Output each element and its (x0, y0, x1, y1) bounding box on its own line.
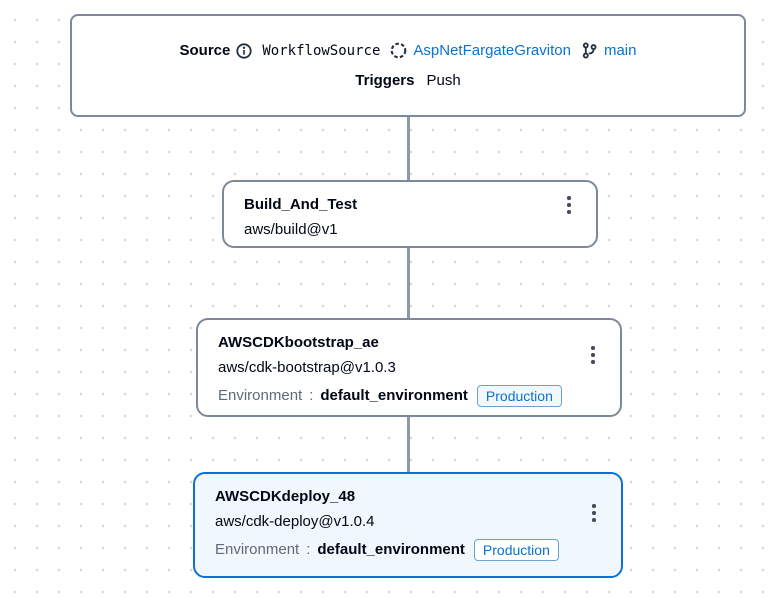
source-row: Source WorkflowSource AspNetFargateGravi… (180, 42, 637, 59)
action-title: AWSCDKdeploy_48 (215, 488, 356, 505)
kebab-menu-icon[interactable] (556, 192, 582, 218)
environment-badge[interactable]: Production (473, 539, 559, 561)
git-branch-icon (581, 42, 598, 59)
action-title: Build_And_Test (244, 196, 358, 213)
environment-separator: : (309, 387, 314, 404)
workflow-source-name: WorkflowSource (262, 42, 381, 59)
action-identifier: aws/build@v1 (244, 221, 338, 238)
connector-source-build (407, 115, 410, 182)
branch-link[interactable]: main (603, 42, 637, 59)
environment-separator: : (306, 541, 311, 558)
environment-name: default_environment (320, 387, 468, 404)
repository-icon (390, 42, 407, 59)
action-node-cdk-bootstrap[interactable]: AWSCDKbootstrap_ae aws/cdk-bootstrap@v1.… (196, 318, 622, 417)
environment-name: default_environment (317, 541, 465, 558)
repository-link[interactable]: AspNetFargateGraviton (413, 42, 571, 59)
action-node-cdk-deploy[interactable]: AWSCDKdeploy_48 aws/cdk-deploy@v1.0.4 En… (193, 472, 623, 578)
source-node[interactable]: Source WorkflowSource AspNetFargateGravi… (70, 14, 746, 117)
environment-row: Environment : default_environment Produc… (218, 385, 600, 407)
info-icon[interactable] (236, 42, 252, 59)
trigger-value: Push (426, 72, 461, 89)
action-identifier: aws/cdk-bootstrap@v1.0.3 (218, 359, 396, 376)
action-node-build-and-test[interactable]: Build_And_Test aws/build@v1 (222, 180, 598, 248)
action-identifier: aws/cdk-deploy@v1.0.4 (215, 513, 375, 530)
environment-label: Environment (218, 387, 303, 404)
kebab-menu-icon[interactable] (581, 500, 607, 526)
connector-bootstrap-deploy (407, 415, 410, 474)
source-label: Source (179, 42, 231, 59)
triggers-row: Triggers Push (355, 72, 460, 89)
environment-label: Environment (215, 541, 300, 558)
environment-badge[interactable]: Production (476, 385, 562, 407)
connector-build-bootstrap (407, 246, 410, 320)
triggers-label: Triggers (355, 72, 415, 89)
environment-row: Environment : default_environment Produc… (215, 539, 601, 561)
kebab-menu-icon[interactable] (580, 342, 606, 368)
action-title: AWSCDKbootstrap_ae (218, 334, 379, 351)
